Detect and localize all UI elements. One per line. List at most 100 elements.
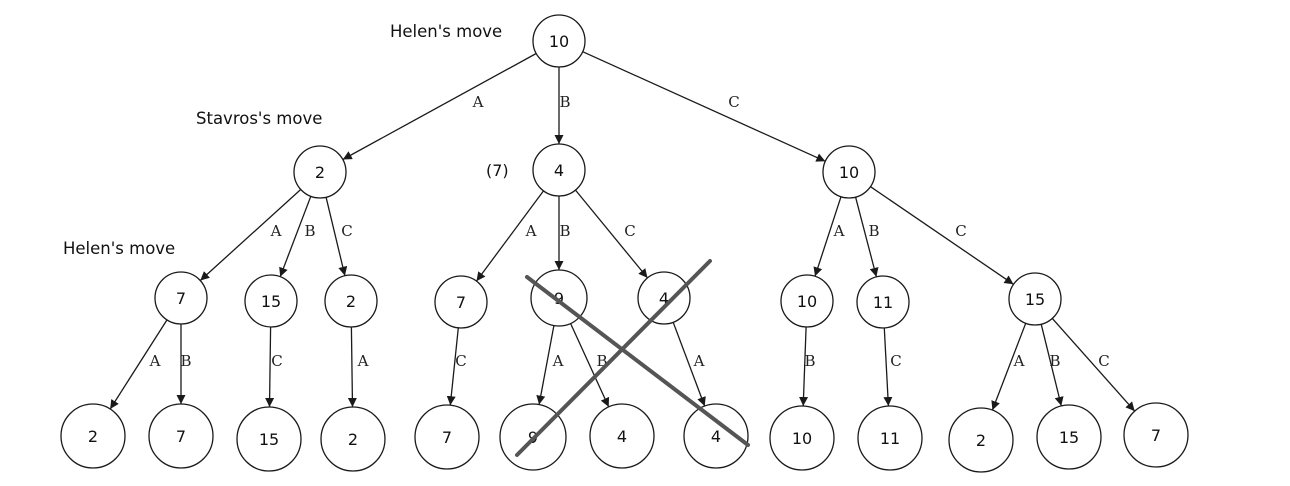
node-value: 7 [456, 293, 466, 312]
node-circle [434, 275, 488, 329]
tree-node-cc: 15 [1008, 272, 1062, 326]
tree-node-root: 10 [532, 14, 586, 68]
node-circle [532, 14, 586, 68]
edge-root-to-a [342, 52, 537, 161]
edge-c-to-ca [813, 196, 842, 277]
edge-label-a-to-ab: B [304, 222, 315, 240]
node-circle [324, 274, 378, 328]
tree-node-cb: 11 [856, 275, 910, 329]
node-value: 15 [1059, 428, 1079, 447]
node-circle [780, 274, 834, 328]
tree-node-c: 10 [822, 145, 876, 199]
node-value: 2 [348, 430, 358, 449]
edge-b-to-bc [574, 189, 649, 279]
tree-node-cca: 2 [948, 407, 1014, 473]
edge-c-to-cc [870, 186, 1014, 285]
tree-node-b: 4 [532, 143, 586, 197]
edge-label-b-to-bb: B [559, 222, 570, 240]
node-value: 15 [1025, 290, 1045, 309]
node-value: 7 [1151, 426, 1161, 445]
cross-stroke-rising [515, 259, 712, 457]
edge-root-to-c [582, 51, 826, 162]
node-circle [236, 406, 302, 472]
node-value: 10 [797, 292, 817, 311]
edge-label-b-to-ba: A [525, 222, 537, 240]
node-value: 2 [315, 163, 325, 182]
node-value: 4 [617, 427, 627, 446]
cross-stroke-falling [525, 275, 750, 447]
node-value: 7 [176, 289, 186, 308]
node-value: 7 [176, 427, 186, 446]
tree-node-cbc: 11 [857, 405, 923, 471]
edge-label-b-to-bc: C [624, 222, 635, 240]
node-circle [637, 271, 691, 325]
node-circle [1008, 272, 1062, 326]
node-circle [769, 405, 835, 471]
edge-label-c-to-ca: A [833, 222, 845, 240]
node-value: 15 [259, 430, 279, 449]
tree-node-ccc: 7 [1123, 402, 1189, 468]
edge-cc-to-ccb [1040, 324, 1064, 407]
edge-a-to-aa [199, 189, 302, 281]
backed-up-value-note: (7) [486, 161, 509, 180]
node-value: 11 [873, 293, 893, 312]
edge-label-cc-to-cca: A [1013, 352, 1025, 370]
edge-label-c-to-cc: C [955, 222, 966, 240]
node-value: 10 [549, 32, 569, 51]
edge-b-to-ba [475, 190, 545, 282]
node-circle [589, 403, 655, 469]
nodes-layer: 102410715279410111527152794410112157 [60, 14, 1189, 473]
turn-label-root: Helen's move [390, 22, 502, 41]
edge-label-cb-to-cbc: C [890, 352, 901, 370]
edge-ab-to-abc [265, 326, 275, 408]
node-circle [244, 274, 298, 328]
tree-node-abc: 15 [236, 406, 302, 472]
tree-node-bc: 4 [637, 271, 691, 325]
tree-node-aa: 7 [154, 271, 208, 325]
edge-c-to-cb [854, 197, 879, 277]
edge-label-bb-to-bba: A [552, 352, 564, 370]
edge-a-to-ac [325, 197, 348, 276]
tree-node-aca: 2 [320, 406, 386, 472]
node-circle [154, 271, 208, 325]
tree-node-ab: 15 [244, 274, 298, 328]
tree-node-ac: 2 [324, 274, 378, 328]
node-circle [683, 403, 749, 469]
edge-label-ca-to-cab: B [804, 352, 815, 370]
node-value: 7 [442, 428, 452, 447]
edge-label-ab-to-abc: C [271, 352, 282, 370]
node-circle [948, 407, 1014, 473]
labels-layer: Helen's move Stavros's move Helen's move… [63, 22, 509, 258]
node-circle [857, 405, 923, 471]
node-value: 10 [839, 163, 859, 182]
edge-label-root-to-a: A [472, 93, 484, 111]
edge-label-cc-to-ccb: B [1049, 352, 1060, 370]
node-circle [148, 403, 214, 469]
pruned-subtree-cross [515, 259, 750, 457]
node-circle [1123, 402, 1189, 468]
tree-node-ba: 7 [434, 275, 488, 329]
edge-label-aa-to-aaa: A [149, 352, 161, 370]
edge-label-ac-to-aca: A [357, 352, 369, 370]
tree-node-cab: 10 [769, 405, 835, 471]
edge-cc-to-ccc [1051, 317, 1136, 412]
node-value: 11 [880, 429, 900, 448]
tree-node-a: 2 [293, 145, 347, 199]
tree-node-ccb: 15 [1036, 404, 1102, 470]
node-circle [856, 275, 910, 329]
tree-node-aaa: 2 [60, 403, 126, 469]
edge-bb-to-bbb [570, 323, 610, 408]
node-value: 2 [976, 431, 986, 450]
edge-a-to-ab [279, 196, 312, 277]
edge-ba-to-bac [446, 327, 459, 406]
edge-bc-to-bca [672, 322, 706, 407]
edge-label-bc-to-bca: A [693, 352, 705, 370]
node-circle [293, 145, 347, 199]
edge-cb-to-cbc [883, 327, 893, 407]
edge-cc-to-cca [991, 323, 1027, 411]
tree-node-bca: 4 [683, 403, 749, 469]
tree-node-ca: 10 [780, 274, 834, 328]
edge-label-ba-to-bac: C [455, 352, 466, 370]
